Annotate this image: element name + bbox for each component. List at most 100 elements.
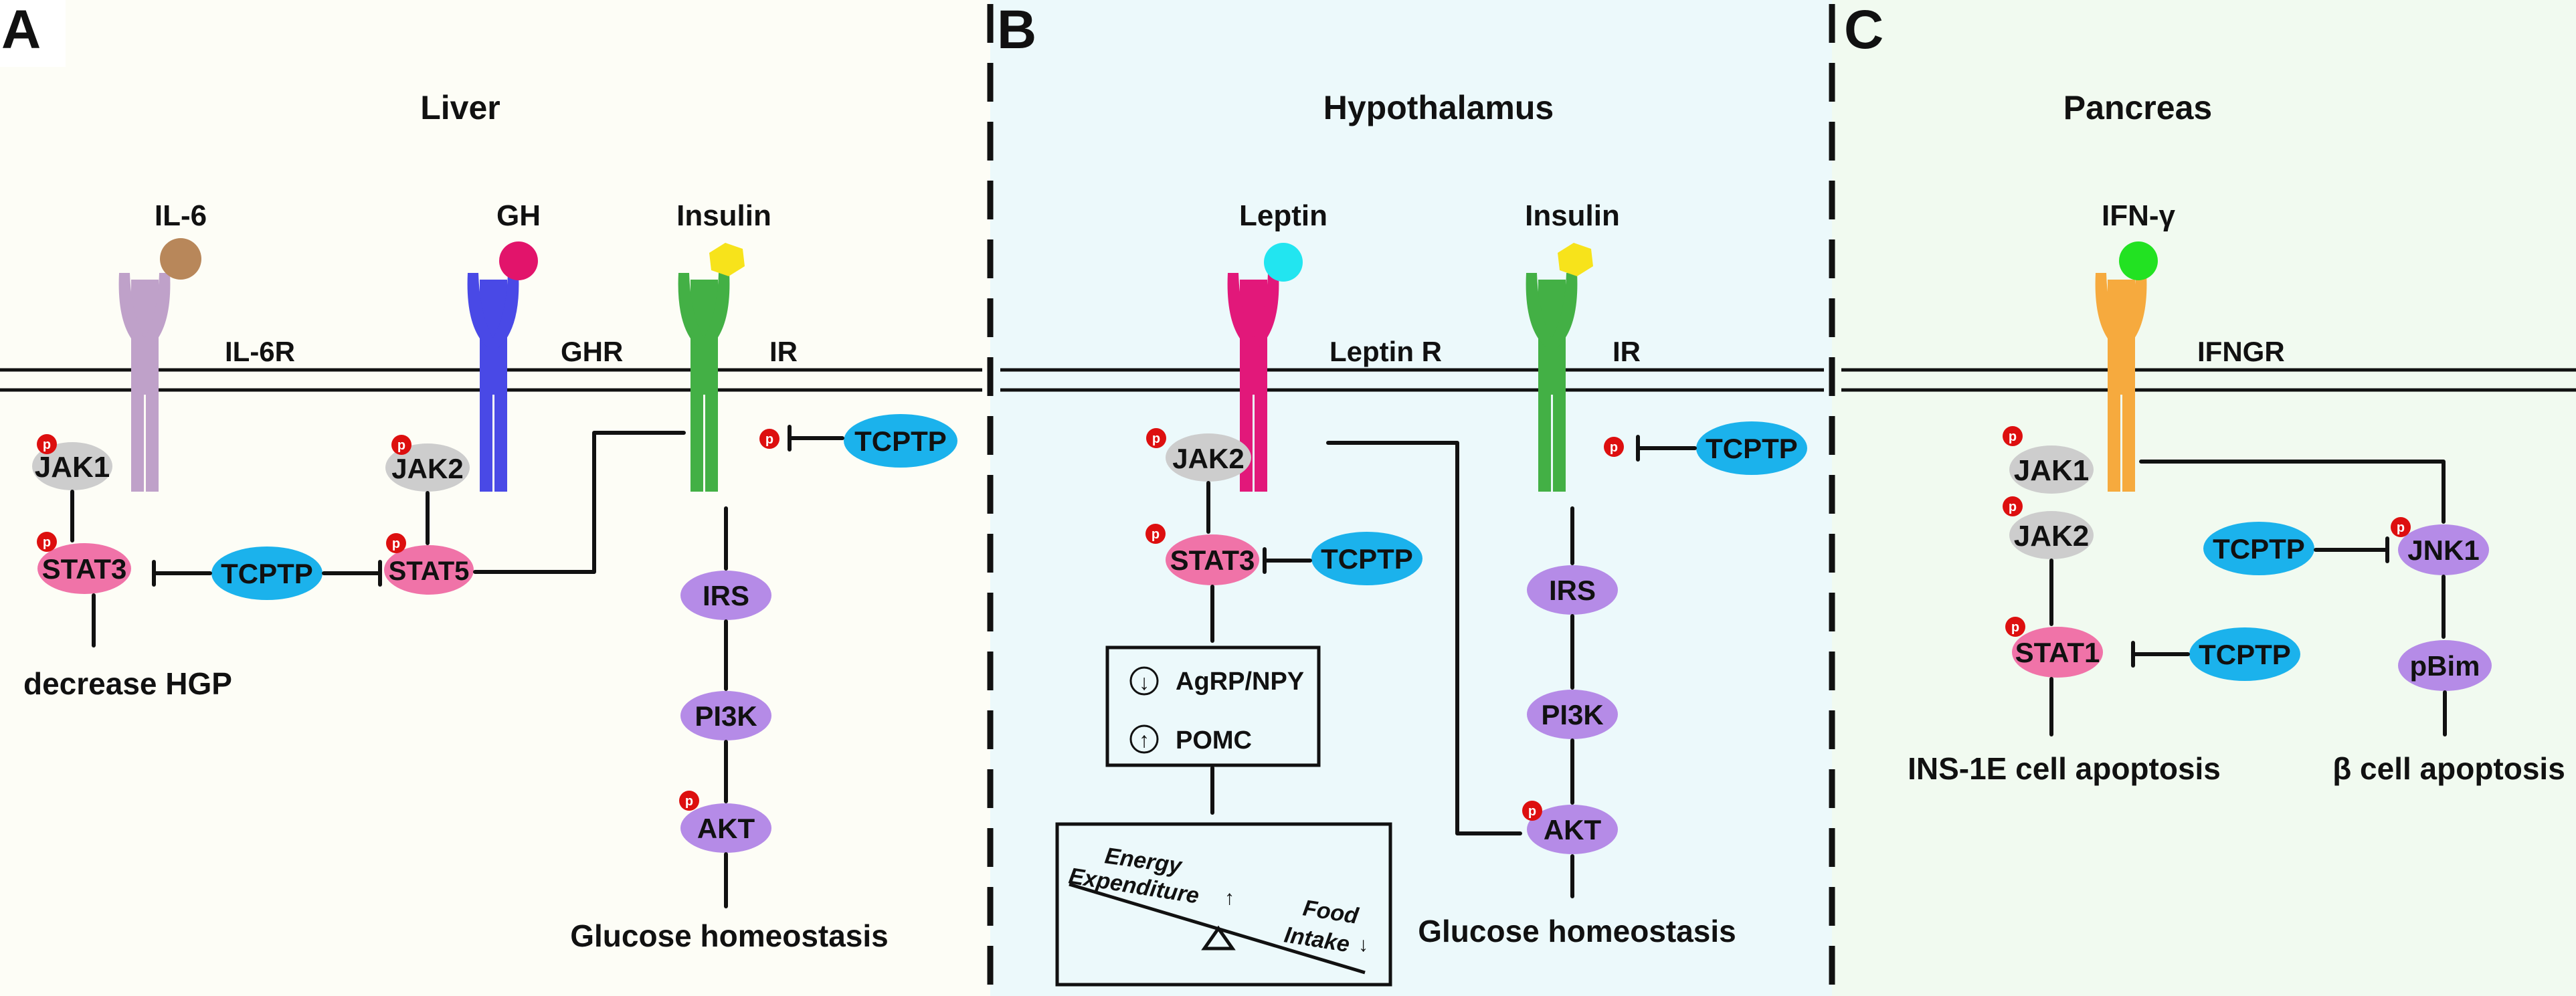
stat5-node-a: STAT5: [384, 545, 474, 595]
panel-b-background: [990, 0, 1832, 996]
phospho-marker: p: [1146, 428, 1166, 448]
panel-a-letter-box: [0, 0, 66, 67]
svg-text:p: p: [685, 794, 693, 809]
akt-node-b: AKT: [1527, 805, 1618, 854]
il6-label: IL-6: [155, 199, 207, 232]
jnk1-label-c: JNK1: [2407, 534, 2479, 566]
neuropeptide-box: ↓ AgRP/NPY ↑ POMC: [1105, 645, 1321, 767]
jak2-node-a: JAK2: [385, 443, 470, 492]
jak1-label-a: JAK1: [35, 451, 110, 484]
ir-label-a: IR: [769, 336, 798, 367]
jak1-node-c: JAK1: [2009, 445, 2094, 494]
ifn-gamma-ligand: [2119, 241, 2158, 280]
svg-text:p: p: [2009, 500, 2017, 514]
phospho-marker: p: [391, 435, 411, 455]
panel-a-title: Liver: [420, 89, 500, 126]
jak2-label-b: JAK2: [1172, 443, 1244, 474]
ifngr-receptor: [2095, 273, 2147, 492]
insulin-label-b: Insulin: [1525, 199, 1620, 232]
panel-a-background: [0, 0, 990, 996]
jak2-node-c: JAK2: [2009, 511, 2094, 559]
svg-text:p: p: [2009, 429, 2017, 444]
jak2-label-c: JAK2: [2014, 520, 2090, 553]
phospho-marker: p: [37, 532, 57, 552]
insulin-receptor-b: [1526, 273, 1578, 492]
svg-text:p: p: [392, 536, 400, 551]
pbim-node-c: pBim: [2398, 640, 2492, 691]
leptin-receptor: [1227, 273, 1279, 492]
gh-label: GH: [496, 199, 541, 232]
tcptp-label-b-stat: TCPTP: [1321, 543, 1413, 575]
irs-label-a: IRS: [703, 580, 749, 611]
arrow-stat5-ir-a: [473, 431, 686, 574]
tcptp-node-c-stat: TCPTP: [2189, 627, 2300, 681]
gh-ligand: [499, 241, 538, 280]
panel-c-title: Pancreas: [2063, 89, 2212, 126]
panel-b-letter: B: [997, 0, 1036, 60]
intake-down-arrow: ↓: [1358, 934, 1368, 956]
gh-receptor: [467, 273, 519, 492]
tcptp-node-b-stat: TCPTP: [1311, 532, 1422, 585]
agrp-npy-label: AgRP/NPY: [1176, 668, 1304, 696]
panel-c-letter: C: [1844, 0, 1883, 60]
svg-text:p: p: [1152, 527, 1160, 542]
tcptp-node-c-jnk: TCPTP: [2203, 522, 2314, 575]
ghr-label: GHR: [561, 336, 623, 367]
irs-label-b: IRS: [1549, 575, 1596, 606]
expenditure-up-arrow: ↑: [1224, 887, 1234, 909]
panel-a-letter: A: [1, 0, 41, 60]
pomc-label: POMC: [1176, 726, 1252, 755]
il6-receptor: [118, 273, 171, 492]
insulin-ligand-a: [709, 243, 745, 276]
stat3-node-a: STAT3: [37, 543, 131, 594]
balance-fulcrum: [1201, 925, 1236, 951]
stat3-label-a: STAT3: [42, 553, 127, 585]
output-glucose-homeostasis-b: Glucose homeostasis: [1418, 914, 1736, 949]
tcptp-node-b-ir: TCPTP: [1696, 421, 1807, 475]
svg-text:p: p: [2397, 520, 2405, 535]
down-arrow-glyph: ↓: [1139, 670, 1149, 694]
jnk1-node-c: JNK1: [2398, 524, 2489, 575]
phospho-marker: p: [1145, 524, 1166, 544]
tcptp-label-c-jnk: TCPTP: [2213, 533, 2305, 565]
insulin-receptor-a: [678, 273, 730, 492]
tcptp-node-a-ir: TCPTP: [844, 414, 957, 468]
svg-text:p: p: [1528, 804, 1536, 819]
output-decrease-hgp: decrease HGP: [23, 666, 232, 701]
akt-label-a: AKT: [697, 813, 755, 844]
leptin-r-label: Leptin R: [1329, 336, 1442, 367]
tcptp-label-b-ir: TCPTP: [1706, 433, 1798, 464]
arrow-ifngr-jnk1-c: [2139, 460, 2446, 524]
svg-text:p: p: [43, 437, 51, 452]
up-arrow-glyph: ↑: [1139, 728, 1149, 752]
jak2-node-b: JAK2: [1166, 433, 1251, 482]
energy-balance-box: Energy Expenditure ↑ Food Intake ↓: [1055, 822, 1392, 987]
output-beta-cell-apoptosis: β cell apoptosis: [2332, 751, 2565, 786]
stat1-node-c: STAT1: [2012, 627, 2103, 678]
tcptp-label-a-mid: TCPTP: [221, 558, 313, 589]
tcptp-label-a-ir: TCPTP: [854, 425, 947, 457]
output-glucose-homeostasis-a: Glucose homeostasis: [570, 918, 889, 953]
pi3k-node-b: PI3K: [1527, 690, 1618, 739]
akt-node-a: AKT: [680, 803, 771, 853]
phospho-marker: p: [1604, 437, 1624, 457]
phospho-marker: p: [1522, 801, 1542, 821]
stat5-label-a: STAT5: [389, 557, 470, 586]
phospho-marker: p: [2003, 426, 2023, 446]
svg-text:p: p: [43, 535, 51, 550]
ifngr-label: IFNGR: [2197, 336, 2285, 367]
panel-b-title: Hypothalamus: [1323, 89, 1554, 126]
leptin-ligand: [1264, 243, 1303, 282]
pi3k-label-b: PI3K: [1541, 699, 1603, 730]
pi3k-label-a: PI3K: [695, 700, 757, 732]
pi3k-node-a: PI3K: [680, 691, 771, 740]
pbim-label-c: pBim: [2410, 650, 2480, 682]
stat3-label-b: STAT3: [1170, 544, 1255, 576]
phospho-marker: p: [759, 429, 779, 449]
svg-text:p: p: [1152, 431, 1160, 446]
irs-node-a: IRS: [680, 571, 771, 620]
insulin-label-a: Insulin: [676, 199, 771, 232]
up-arrow-icon: [1129, 724, 1159, 754]
down-arrow-icon: [1129, 666, 1159, 696]
